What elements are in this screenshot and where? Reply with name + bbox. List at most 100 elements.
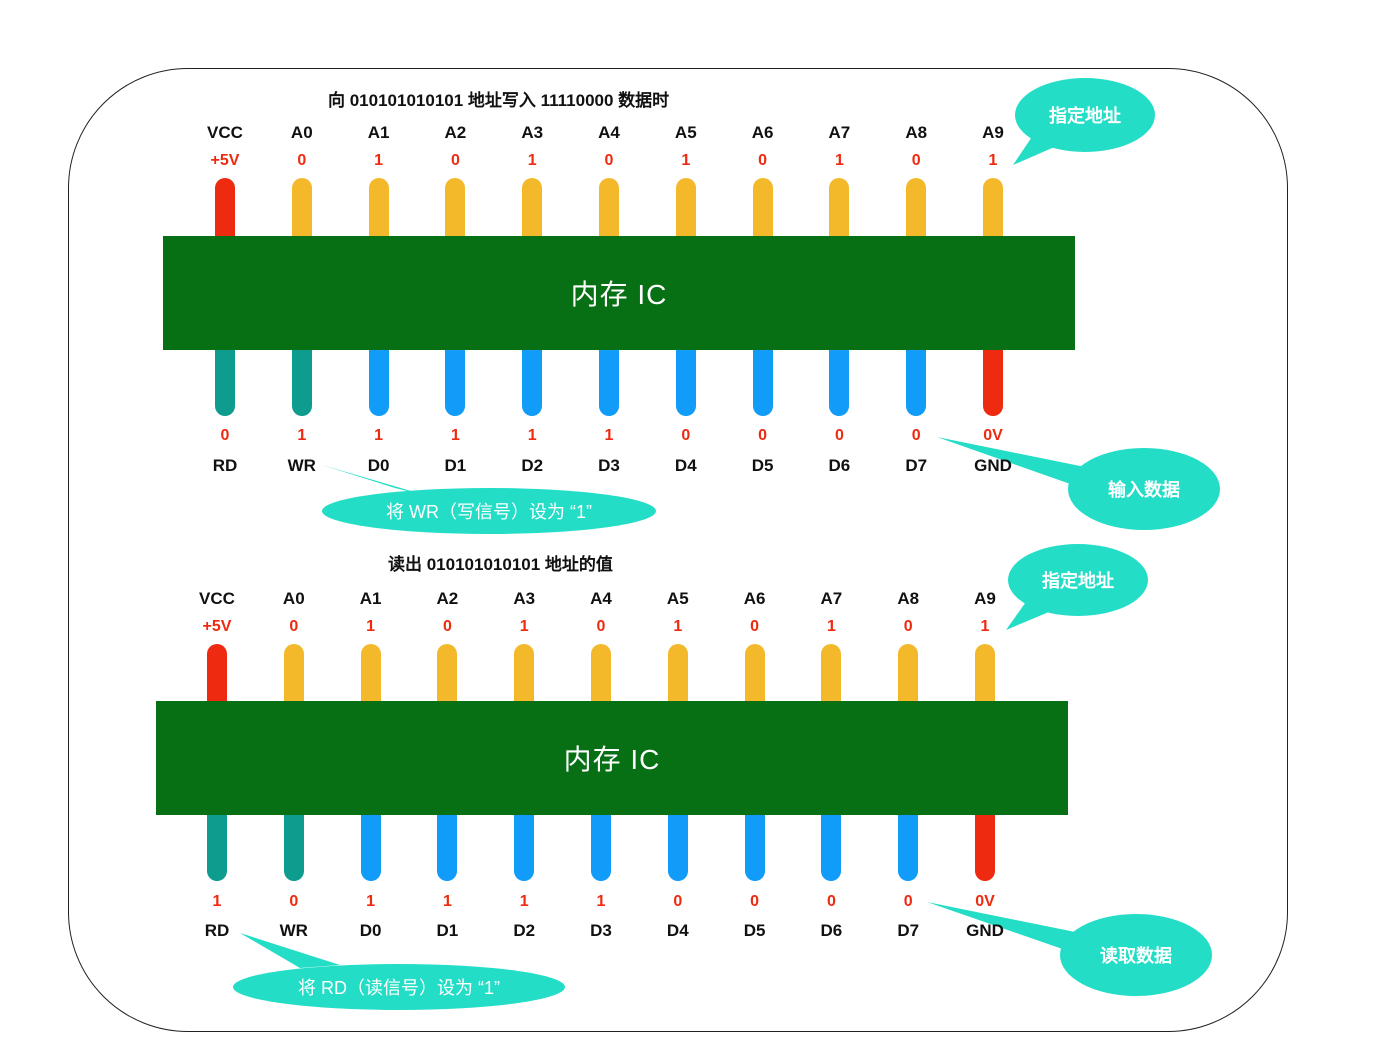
- pin-a1: [360, 644, 381, 713]
- memory-ic-chip: 内存 IC: [163, 236, 1075, 350]
- pin-d6: [829, 338, 850, 416]
- address-callout-text: 指定地址: [1042, 571, 1114, 591]
- pin-label-a6: A6: [743, 589, 766, 608]
- pin-value-a7: 1: [834, 152, 844, 169]
- pin-d5: [744, 803, 765, 881]
- pin-value-d1: 1: [450, 427, 460, 444]
- address-callout-text: 指定地址: [1049, 106, 1121, 126]
- pin-rd: [215, 338, 235, 416]
- signal-callout-tail: [240, 933, 340, 968]
- pin-d0: [360, 803, 381, 881]
- pin-value-d4: 0: [681, 427, 691, 444]
- pin-value-gnd: 0V: [975, 893, 995, 910]
- pin-d2: [514, 803, 535, 881]
- pin-value-vcc: +5V: [210, 152, 240, 169]
- pin-value-a0: 0: [289, 618, 299, 635]
- pin-label-rd: RD: [204, 921, 230, 940]
- pin-a9: [983, 178, 1003, 248]
- pin-d3: [599, 338, 619, 416]
- pin-label-a5: A5: [674, 123, 697, 142]
- pin-d2: [522, 338, 543, 416]
- pin-d5: [752, 338, 773, 416]
- pin-value-a3: 1: [519, 618, 529, 635]
- pin-d7: [906, 338, 927, 416]
- pin-label-a7: A7: [828, 123, 851, 142]
- pin-gnd: [975, 803, 995, 881]
- pin-d6: [821, 803, 842, 881]
- pin-value-a3: 1: [527, 152, 537, 169]
- pin-label-d6: D6: [820, 921, 843, 940]
- pin-label-wr: WR: [287, 456, 316, 475]
- pin-label-d7: D7: [897, 921, 920, 940]
- pin-label-vcc: VCC: [207, 123, 243, 142]
- pin-a8: [906, 178, 927, 248]
- pin-d4: [675, 338, 696, 416]
- pin-value-vcc: +5V: [202, 618, 232, 635]
- pin-label-wr: WR: [279, 921, 308, 940]
- pin-label-d1: D1: [444, 456, 467, 475]
- pin-label-d2: D2: [521, 456, 544, 475]
- pin-value-a4: 0: [604, 152, 614, 169]
- data-callout-text: 输入数据: [1108, 480, 1180, 500]
- pin-value-rd: 0: [220, 427, 230, 444]
- pin-label-a0: A0: [290, 123, 313, 142]
- pin-label-a4: A4: [598, 123, 620, 142]
- pin-d7: [898, 803, 919, 881]
- pin-a5: [675, 178, 696, 248]
- pin-a1: [368, 178, 389, 248]
- pin-value-d0: 1: [374, 427, 384, 444]
- signal-callout-tail: [322, 465, 435, 498]
- pin-label-a0: A0: [282, 589, 305, 608]
- chip-label: 内存 IC: [563, 744, 661, 775]
- pin-label-a3: A3: [513, 589, 536, 608]
- pin-label-gnd: GND: [974, 456, 1012, 475]
- pin-label-a6: A6: [751, 123, 774, 142]
- pin-value-a6: 0: [758, 152, 768, 169]
- pin-value-a0: 0: [297, 152, 307, 169]
- pin-value-d2: 1: [527, 427, 537, 444]
- pin-label-d5: D5: [751, 456, 774, 475]
- signal-callout: 将 WR（写信号）设为 “1”: [322, 488, 656, 534]
- pin-label-d2: D2: [513, 921, 536, 940]
- pin-label-d1: D1: [436, 921, 459, 940]
- diagram-frame: [68, 68, 1288, 1032]
- pin-label-rd: RD: [212, 456, 238, 475]
- pin-label-vcc: VCC: [199, 589, 235, 608]
- pin-value-gnd: 0V: [983, 427, 1003, 444]
- memory-ic-chip: 内存 IC: [156, 701, 1068, 815]
- pin-value-d7: 0: [911, 427, 921, 444]
- pin-label-a5: A5: [666, 589, 689, 608]
- pin-d0: [368, 338, 389, 416]
- signal-callout-text: 将 WR（写信号）设为 “1”: [386, 502, 592, 522]
- panel-title: 向 010101010101 地址写入 11110000 数据时: [328, 91, 670, 110]
- data-callout: 输入数据: [1068, 448, 1220, 530]
- pin-label-d7: D7: [905, 456, 928, 475]
- pin-value-d6: 0: [834, 427, 844, 444]
- pin-label-gnd: GND: [966, 921, 1004, 940]
- pin-value-a9: 1: [980, 618, 990, 635]
- pin-value-a1: 1: [366, 618, 376, 635]
- pin-rd: [207, 803, 227, 881]
- pin-label-a7: A7: [820, 589, 843, 608]
- pin-value-d5: 0: [750, 893, 760, 910]
- pin-label-a4: A4: [590, 589, 612, 608]
- pin-value-a9: 1: [988, 152, 998, 169]
- pin-a2: [437, 644, 458, 713]
- pin-value-a5: 1: [681, 152, 691, 169]
- pin-value-d3: 1: [604, 427, 614, 444]
- pin-a4: [599, 178, 619, 248]
- data-callout: 读取数据: [1060, 914, 1212, 996]
- pin-vcc: [215, 178, 235, 248]
- pin-a6: [744, 644, 765, 713]
- pin-value-d2: 1: [519, 893, 529, 910]
- chip-label: 内存 IC: [570, 279, 668, 310]
- pin-a5: [667, 644, 688, 713]
- pin-value-d1: 1: [442, 893, 452, 910]
- pin-value-a2: 0: [450, 152, 460, 169]
- pin-label-a8: A8: [905, 123, 928, 142]
- pin-value-wr: 0: [289, 893, 299, 910]
- pin-vcc: [207, 644, 227, 713]
- pin-value-d0: 1: [366, 893, 376, 910]
- pin-d1: [437, 803, 458, 881]
- pin-value-d6: 0: [826, 893, 836, 910]
